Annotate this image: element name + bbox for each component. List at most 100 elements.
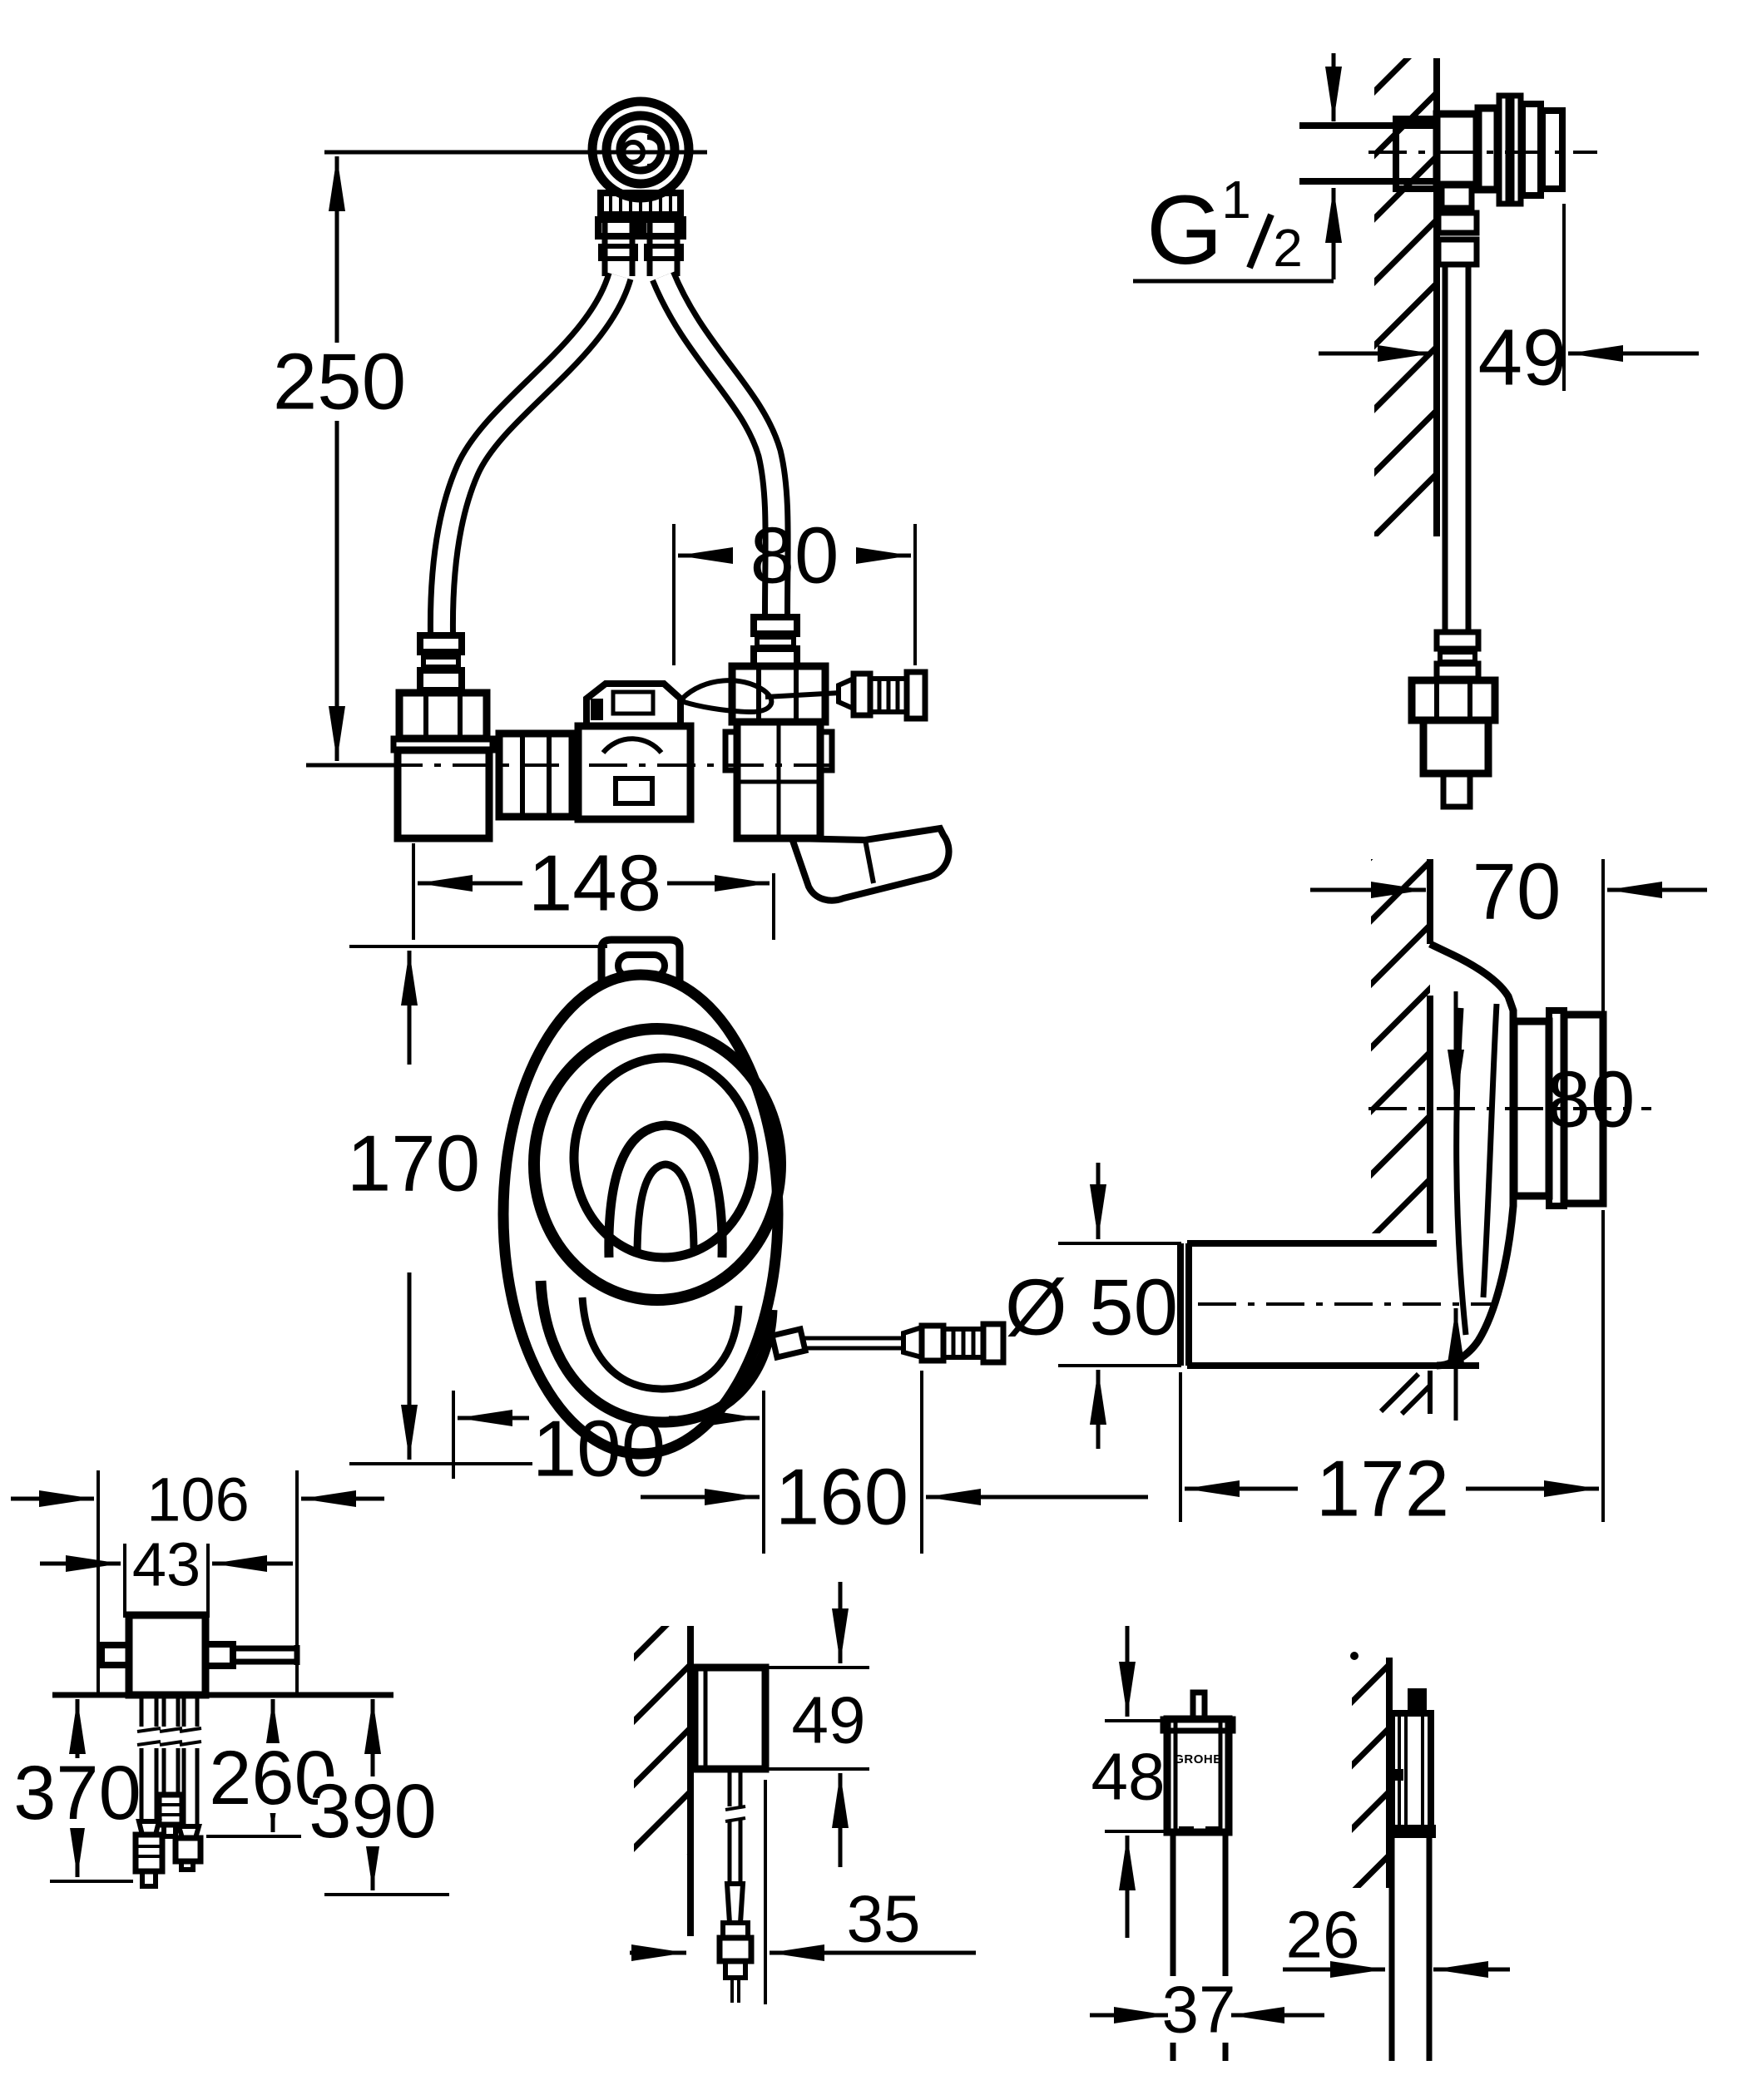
- coil-loop-inner: [578, 1297, 743, 1393]
- thread-denominator: 2: [1273, 218, 1303, 278]
- connector-ribs: [136, 1845, 162, 1858]
- cable-connector: [156, 1791, 186, 1828]
- foot: [1179, 1826, 1194, 1834]
- connector-tip: [179, 1859, 195, 1872]
- hose-ferrule: [750, 614, 800, 637]
- top-pin-side: [1408, 1688, 1427, 1715]
- union-body: [1433, 110, 1481, 189]
- wall-hatching: [1374, 58, 1437, 536]
- dim-label-170: 170: [347, 1119, 480, 1208]
- pipe-walls: [1187, 1240, 1479, 1369]
- pipe-end-cap: [1177, 1243, 1192, 1366]
- dim-label-49: 49: [792, 1683, 866, 1757]
- outlet-pipe: [1177, 1240, 1497, 1416]
- mid-ring: [601, 111, 680, 189]
- connector-tip: [140, 1869, 158, 1889]
- flange-fin: [1496, 92, 1512, 207]
- dim-label-148: 148: [528, 839, 661, 928]
- trumpet-curve: [1480, 1003, 1500, 1298]
- hose-connector: [132, 1831, 166, 1875]
- hex-coupling: [495, 729, 577, 821]
- clip-nub: [690, 1702, 698, 1712]
- hex-facets: [520, 734, 552, 817]
- dim-label-80: 80: [750, 511, 839, 600]
- brand-logo: GROHE: [1174, 1752, 1222, 1766]
- valve-detail-arc: [601, 736, 664, 754]
- band: [1435, 236, 1480, 268]
- tails-lower: [139, 1748, 200, 1825]
- hose-ferrule: [1433, 629, 1482, 652]
- hose-ferrule: [1438, 650, 1477, 665]
- top-pin: [1190, 1689, 1208, 1722]
- label-backing: [1168, 1976, 1231, 2043]
- crescent-detail: [646, 135, 665, 169]
- power-box-front: GROHE: [1160, 1689, 1236, 2061]
- valve-clip: [583, 680, 684, 726]
- wire-loop: [679, 678, 775, 715]
- housing: [1163, 1715, 1233, 1836]
- valve-assembly: [316, 614, 953, 904]
- figure-power-box: GROHE 48 37 26: [1090, 1626, 1510, 2061]
- label-backing: [23, 1758, 133, 1828]
- tube-band: [640, 216, 686, 240]
- dim-label-48: 48: [1091, 1740, 1166, 1814]
- clip-nub: [690, 1718, 698, 1727]
- wall-hatching: [1371, 859, 1430, 1233]
- tube-band: [644, 244, 684, 261]
- flange-ring: [1519, 101, 1544, 199]
- coil-loop-outer: [535, 1280, 778, 1428]
- cable-latch: [768, 1325, 809, 1361]
- tube-band: [598, 244, 638, 261]
- hose-connector: [172, 1835, 204, 1865]
- spout-rod: [233, 1645, 300, 1665]
- plug-tip: [980, 1321, 1007, 1366]
- dim-label-35: 35: [847, 1882, 921, 1956]
- figure-hose-reel: 170 100: [343, 936, 1148, 1554]
- trumpet-outline: [1428, 940, 1517, 1370]
- hose-left-bore: [433, 273, 628, 635]
- block-body: [52, 1611, 393, 1889]
- collar: [1438, 181, 1475, 211]
- valve-block: [125, 1611, 210, 1699]
- dim-label-390: 390: [309, 1769, 437, 1854]
- label-backing: [318, 1776, 428, 1846]
- plug-tip: [903, 669, 928, 722]
- clip-nub: [1394, 1769, 1403, 1781]
- dim-label-172: 172: [1316, 1445, 1449, 1534]
- plug-body: [716, 1934, 755, 1964]
- clip-window: [611, 689, 656, 716]
- figure-drain: 70 80 Ø 50: [1005, 847, 1707, 1534]
- label-backing: [343, 1124, 481, 1203]
- clip-latch: [591, 699, 603, 720]
- coil-ring-mid: [569, 1053, 759, 1262]
- nut-facets: [423, 693, 463, 739]
- lever-detail: [863, 839, 876, 884]
- plug-rib-lines: [951, 1329, 976, 1357]
- label-backing: [218, 1743, 328, 1813]
- dim-label-250: 250: [273, 338, 406, 427]
- label-backing: [131, 1534, 201, 1594]
- break-marks: [136, 1727, 202, 1747]
- reel-body: [497, 936, 1007, 1460]
- dim-label-80: 80: [1547, 1055, 1636, 1144]
- end-nut: [1408, 676, 1499, 724]
- union-flange: [1474, 104, 1502, 194]
- left-elbow-body: [393, 746, 493, 842]
- faucet-top-view: [587, 96, 694, 276]
- valve-detail: [613, 776, 655, 806]
- wall-below-pipe: [1378, 1371, 1433, 1416]
- plug-body: [918, 1322, 947, 1364]
- knurl-lines: [609, 193, 672, 215]
- lever-handle: [787, 824, 953, 904]
- housing-edges: [1173, 1719, 1223, 1832]
- connection-hoses: [427, 270, 791, 635]
- left-pin: [98, 1642, 132, 1668]
- sensor-cable: [727, 1769, 743, 1884]
- break-marks: [725, 1805, 746, 1823]
- hose-ferrule: [421, 655, 461, 670]
- coil-ring-outer: [528, 1023, 786, 1306]
- dim-label-37: 37: [1162, 1973, 1236, 2047]
- dim-label-160: 160: [775, 1453, 908, 1542]
